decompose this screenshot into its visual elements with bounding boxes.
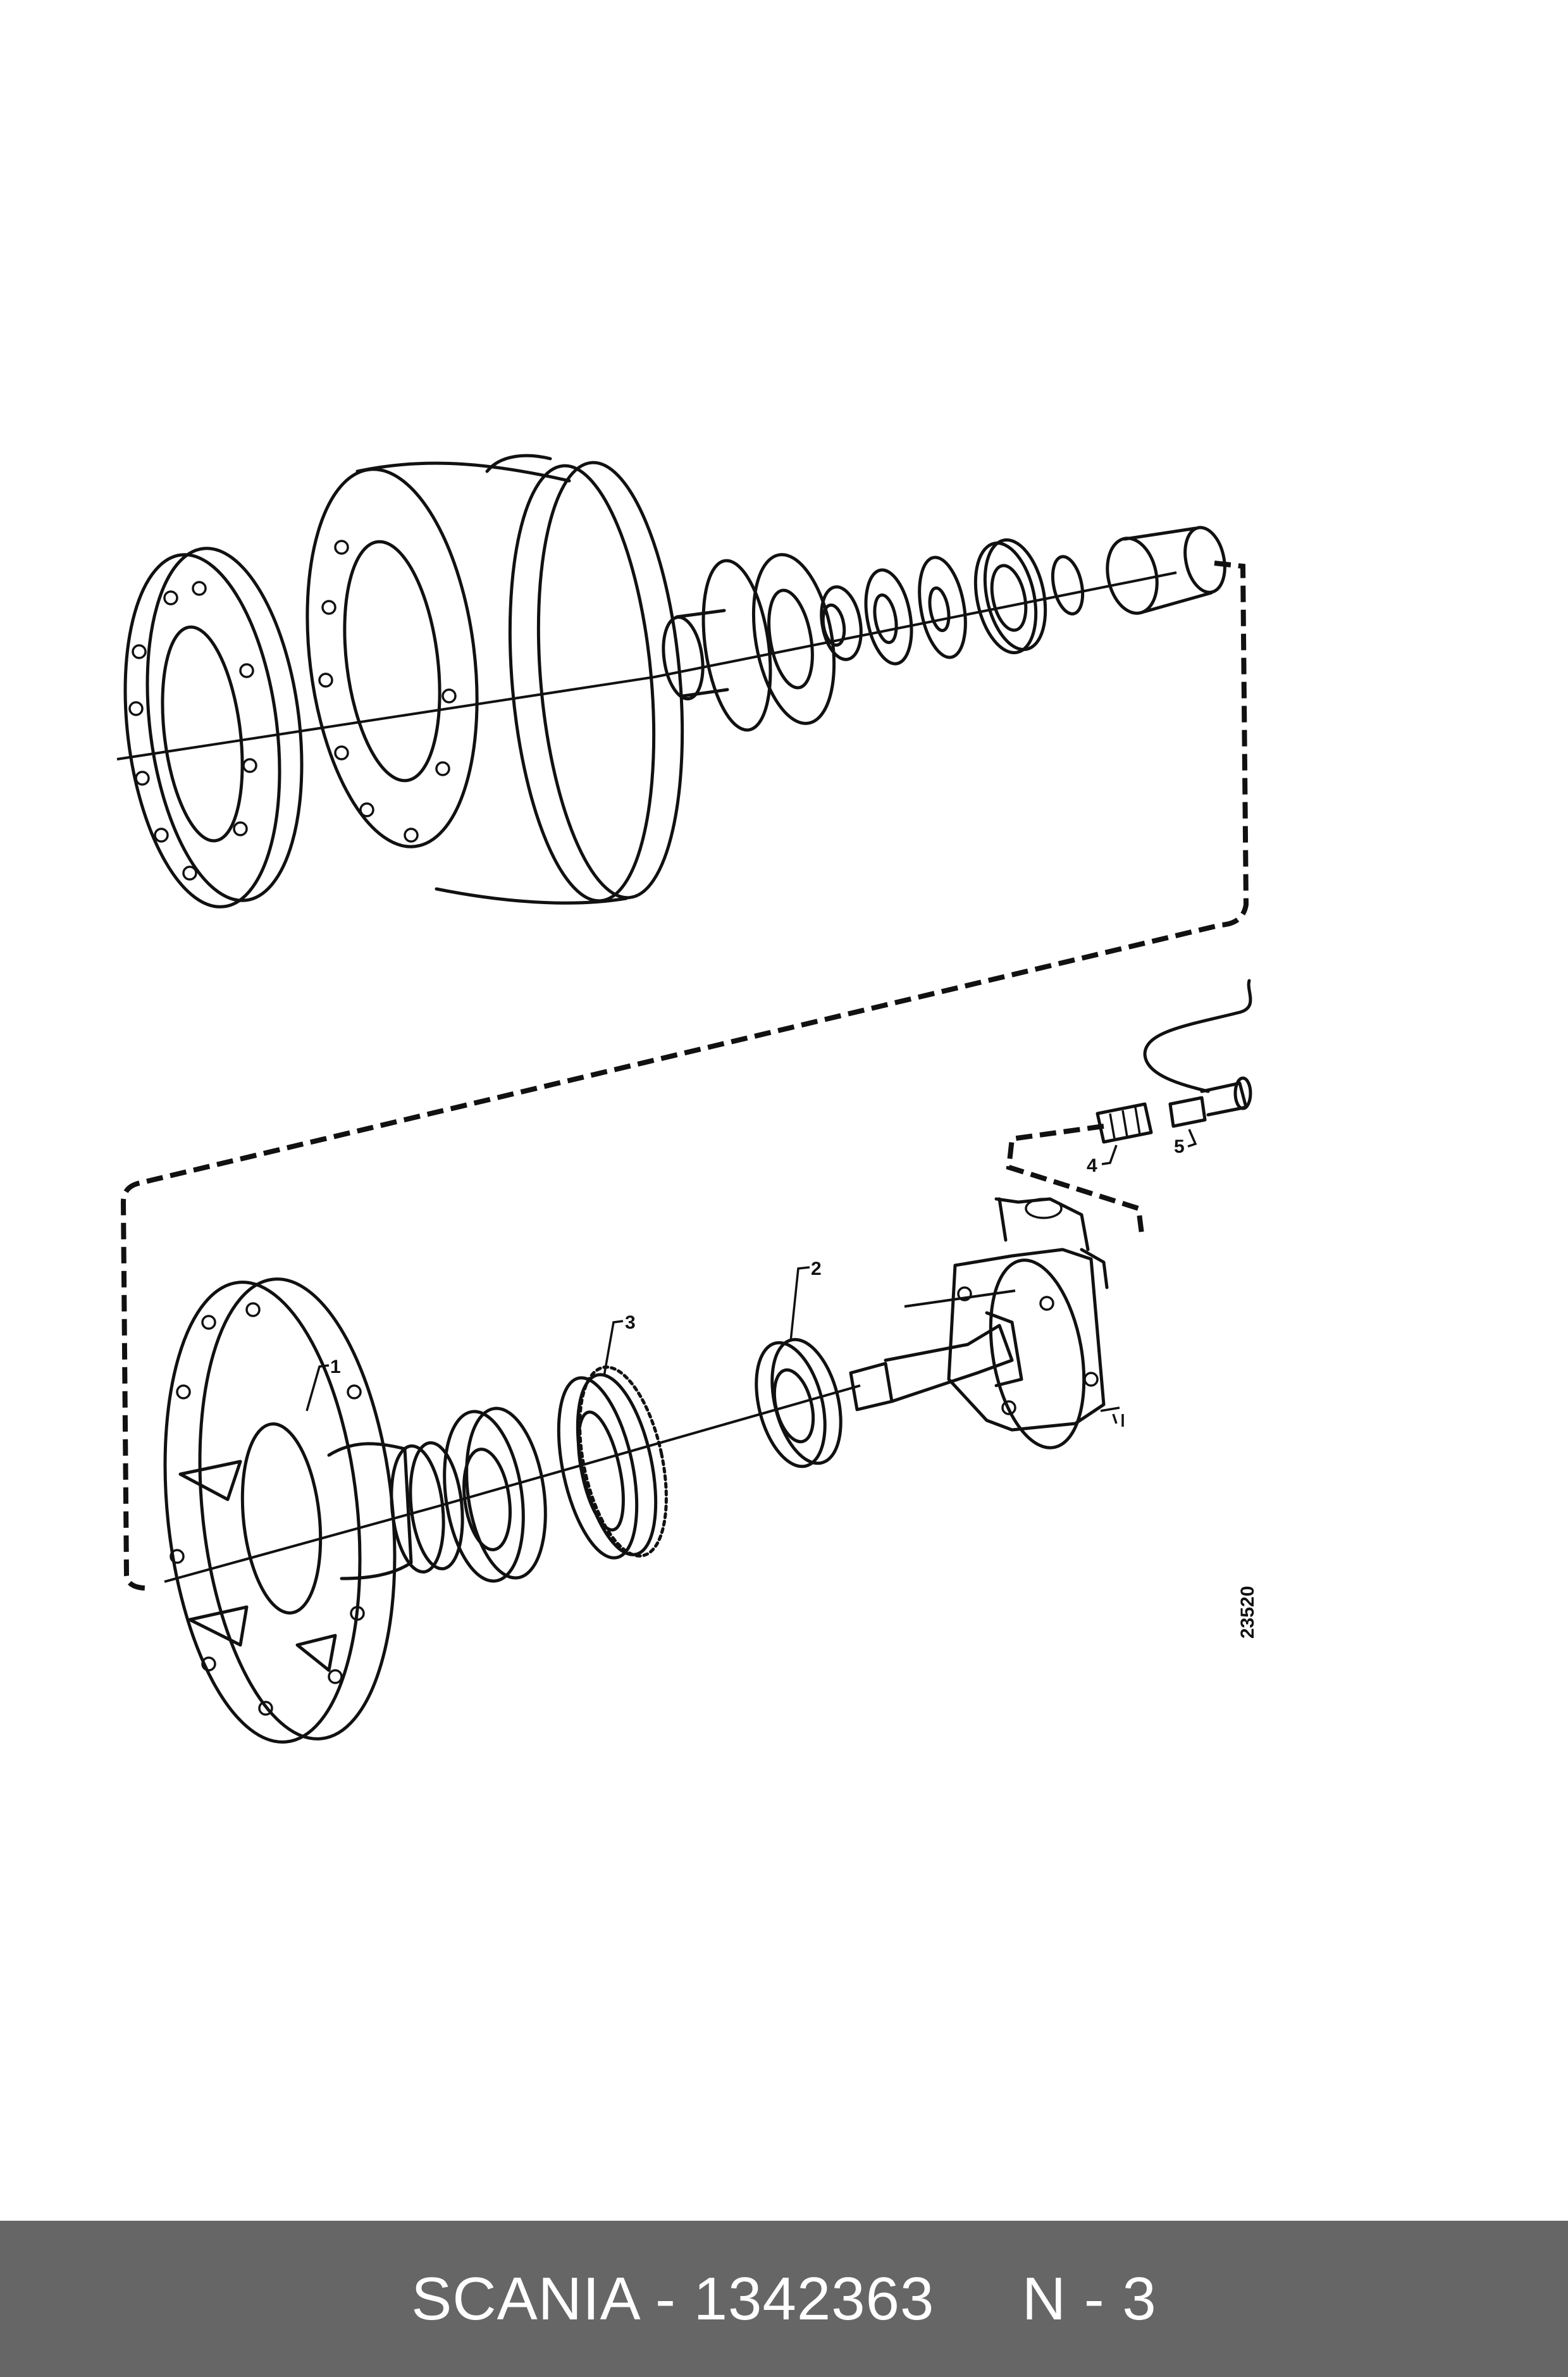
upper-centerline [116, 571, 1177, 760]
callout-label-2: 2 [811, 1258, 822, 1279]
assembly-connection-line [120, 561, 1249, 1591]
hub-cover [662, 559, 772, 732]
sensor-ring [557, 1365, 668, 1560]
knuckle-reference-line [904, 1289, 1016, 1308]
spacer-sleeve [1106, 526, 1226, 615]
wheel-speed-sensor [1143, 979, 1252, 1128]
washers [864, 555, 967, 666]
axle-nut [820, 585, 863, 661]
part-number-label: SCANIA - 1342363 N - 3 [411, 2264, 1157, 2333]
callout-4: 4 [1087, 1145, 1118, 1176]
callout-label-3: 3 [625, 1312, 636, 1333]
wheel-hub [163, 1277, 464, 1744]
callout-label-5: 5 [1174, 1136, 1185, 1157]
callout-2: 2 [789, 1258, 822, 1342]
o-ring [1051, 555, 1085, 616]
steering-knuckle [849, 1197, 1124, 1449]
sensor-connection-line [1006, 1124, 1144, 1234]
footer-bar: SCANIA - 1342363 N - 3 [0, 2221, 1568, 2377]
callout-label-1: 1 [330, 1356, 341, 1377]
callout-3: 3 [603, 1312, 636, 1377]
lock-plate [751, 553, 836, 725]
sensor-sleeve [1096, 1102, 1153, 1144]
exploded-parts-diagram: 1 2 3 4 5 23520 [116, 454, 1258, 1744]
outer-bearing [973, 538, 1047, 655]
callout-1: 1 [306, 1356, 341, 1412]
drawing-number: 23520 [1237, 1586, 1258, 1639]
lower-centerline [164, 1384, 861, 1583]
callout-label-4: 4 [1087, 1155, 1097, 1176]
brake-drum [306, 454, 684, 905]
inner-bearing [443, 1406, 547, 1583]
flange-ring [123, 547, 304, 909]
callout-5: 5 [1174, 1129, 1197, 1157]
